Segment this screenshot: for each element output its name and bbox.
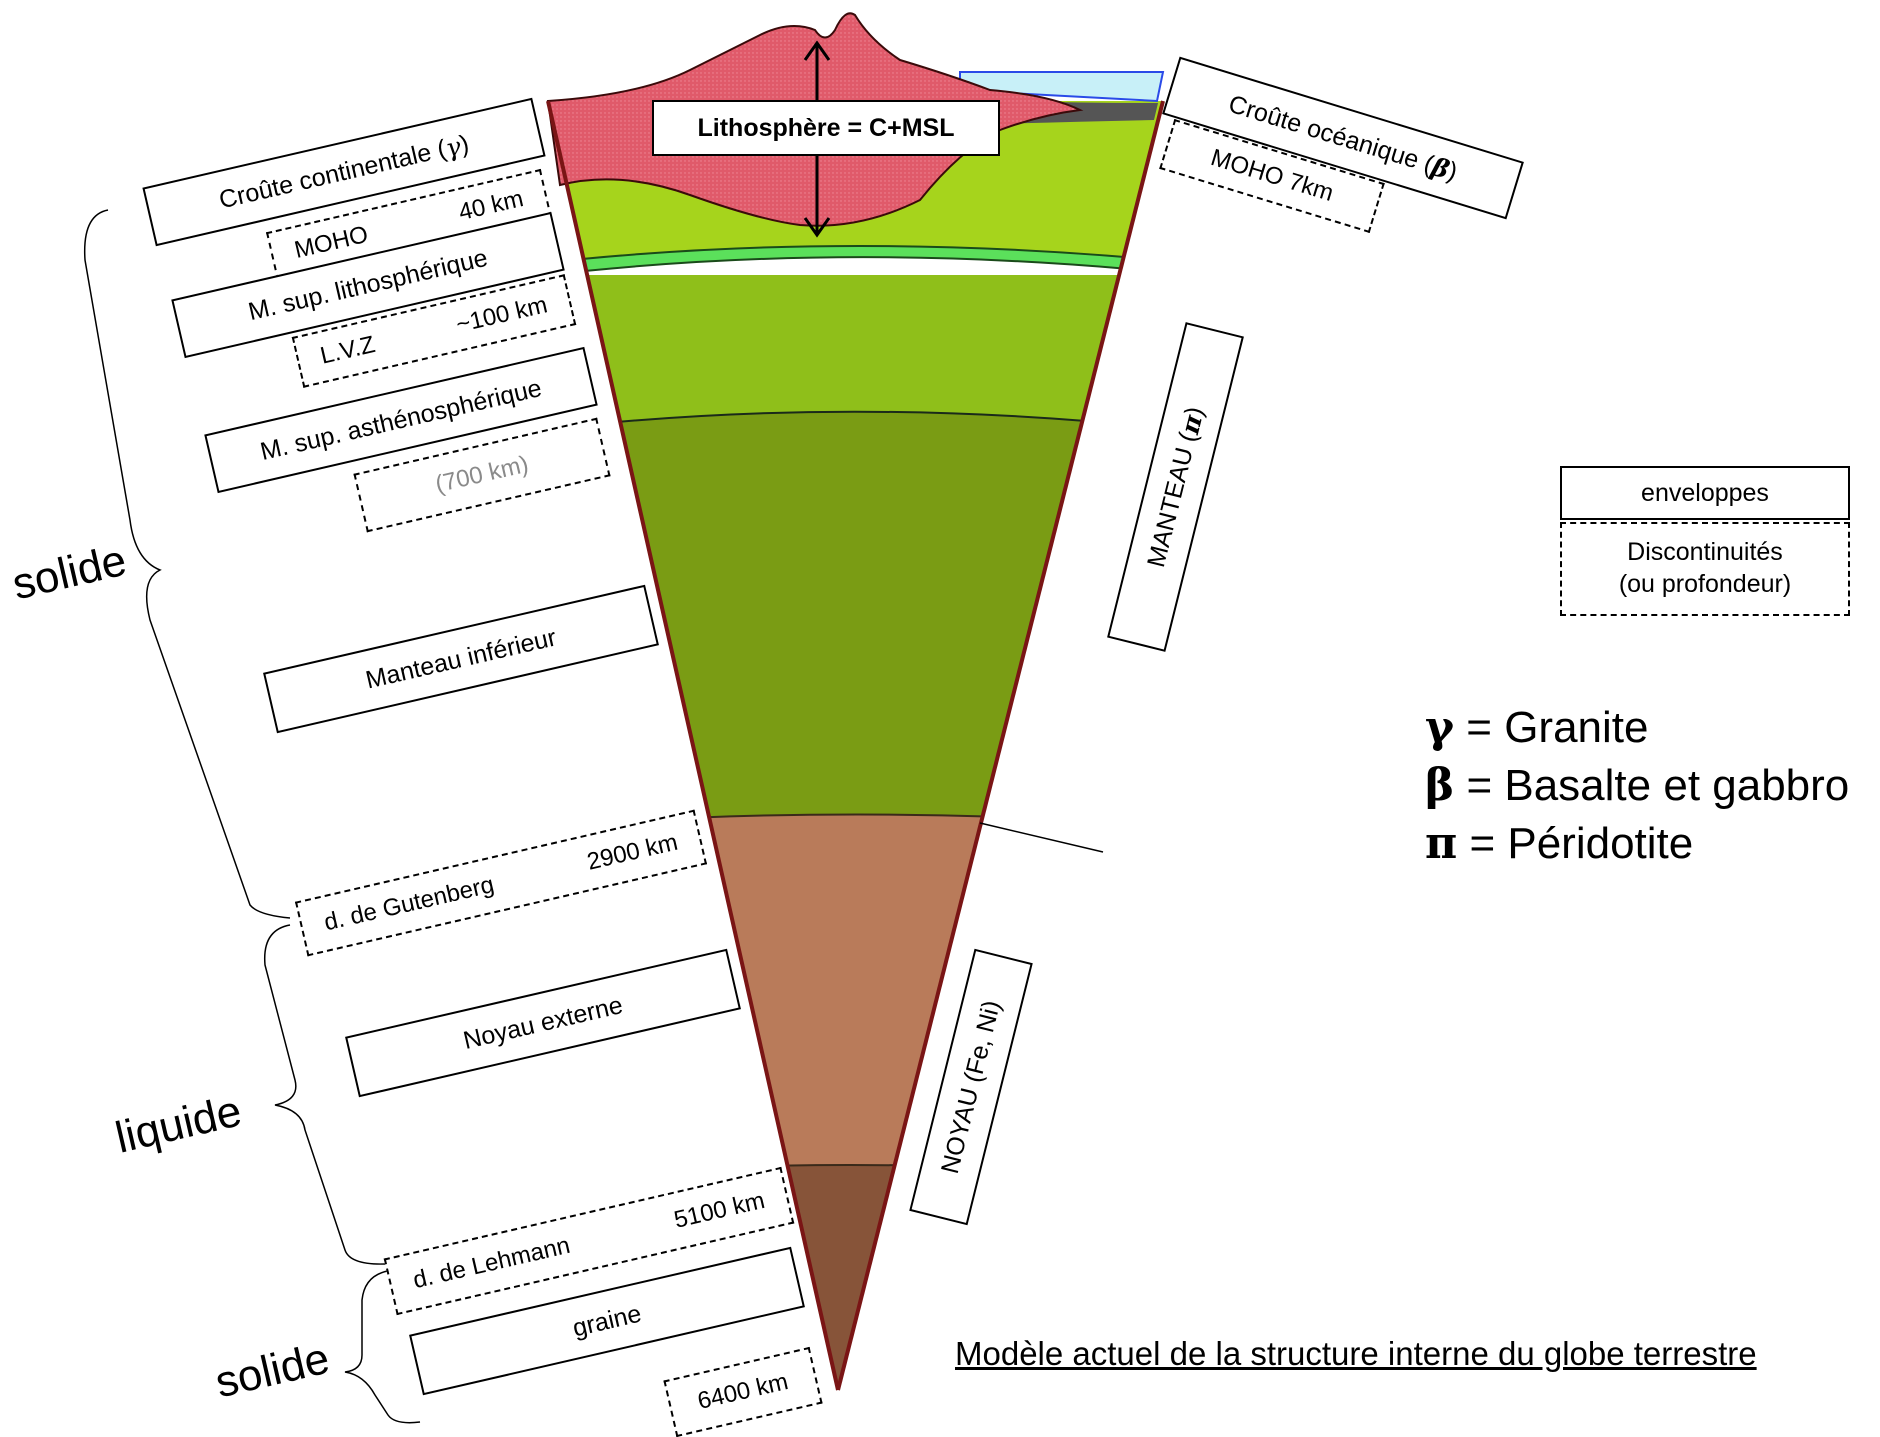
legend-discontinuities-line2: (ou profondeur) bbox=[1618, 570, 1792, 598]
rock-granite: γ = Granite bbox=[1425, 702, 1649, 753]
brace-solid-top bbox=[83, 209, 291, 919]
rock-basalt: β = Basalte et gabbro bbox=[1425, 760, 1850, 811]
rock-peridotite: π = Péridotite bbox=[1425, 818, 1694, 869]
brace-liquid bbox=[263, 924, 386, 1265]
diagram-caption: Modèle actuel de la structure interne du… bbox=[955, 1335, 1757, 1372]
brace-solid-bottom bbox=[344, 1269, 421, 1424]
legend-envelopes: enveloppes bbox=[1560, 466, 1850, 520]
lvz-band bbox=[548, 245, 1163, 281]
legend-discontinuities-line1: Discontinuités bbox=[1627, 538, 1783, 566]
legend-discontinuities: Discontinuités (ou profondeur) bbox=[1560, 522, 1850, 616]
asthenosphere-layer bbox=[548, 275, 1163, 435]
lithosphere-label: Lithosphère = C+MSL bbox=[652, 100, 1000, 156]
